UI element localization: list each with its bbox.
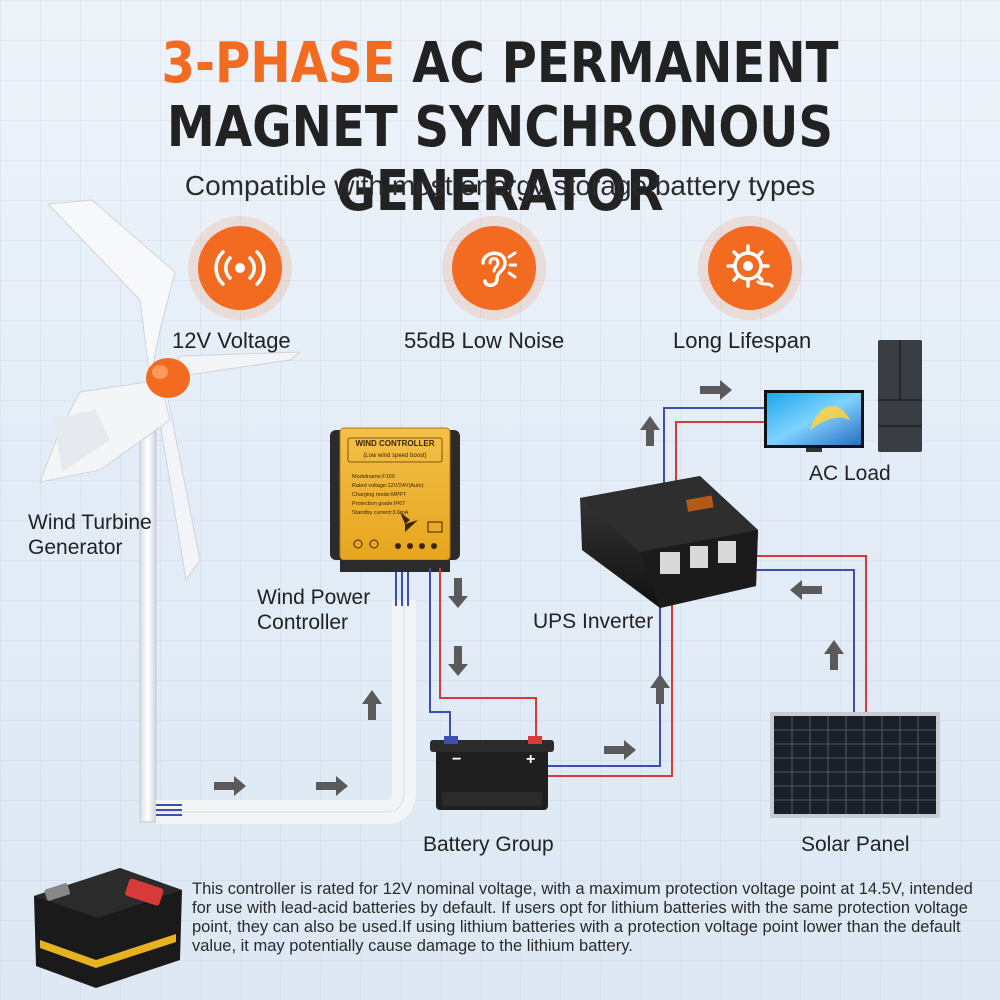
wind-controller-device — [330, 427, 460, 572]
feature-label-lifespan: Long Lifespan — [673, 328, 812, 353]
flow-arrows — [214, 380, 844, 796]
fridge-device — [878, 340, 922, 452]
lifespan-gear-icon — [708, 226, 792, 310]
controller-spec: Protection grade:IP67 — [352, 501, 405, 507]
title-line-1: 3-PHASE AC PERMANENT — [70, 32, 930, 96]
title-accent: 3-PHASE — [161, 31, 396, 96]
inverter-device — [580, 476, 758, 608]
controller-panel-title: WIND CONTROLLER — [355, 439, 434, 448]
label-battery: Battery Group — [423, 833, 554, 856]
battery-compatibility-note: This controller is rated for 12V nominal… — [192, 880, 973, 955]
controller-panel-subtitle: (Low wind speed boost) — [363, 453, 426, 459]
label-solar: Solar Panel — [801, 833, 910, 856]
voltage-signal-icon — [198, 226, 282, 310]
label-controller: Wind Power Controller — [257, 586, 371, 634]
label-inverter: UPS Inverter — [533, 610, 654, 633]
label-ac-load: AC Load — [809, 462, 891, 485]
controller-spec: Rated voltage:12V/24V(Auto) — [352, 483, 424, 489]
controller-spec: Modelname:F100 — [352, 474, 395, 480]
subtitle: Compatible with most energy storage batt… — [184, 170, 816, 201]
feature-label-noise: 55dB Low Noise — [404, 328, 565, 353]
battery-plus-mark: + — [526, 751, 535, 768]
controller-spec: Charging mode:MPPT — [352, 492, 407, 498]
battery-device — [430, 736, 554, 810]
solar-panel-device — [770, 712, 940, 818]
wind-turbine — [39, 199, 302, 823]
label-wind-turbine: Wind Turbine Generator — [28, 511, 152, 559]
title-line-1-rest: AC PERMANENT — [395, 31, 839, 96]
battery-minus-mark: − — [452, 751, 461, 768]
tv-device — [764, 390, 864, 452]
controller-terminals — [353, 512, 443, 549]
title-line-2: MAGNET SYNCHRONOUS GENERATOR — [166, 95, 834, 224]
lithium-battery-image — [34, 868, 182, 988]
controller-spec: Standby current:3.6mA — [352, 510, 409, 516]
ear-icon — [452, 226, 536, 310]
feature-label-voltage: 12V Voltage — [172, 328, 291, 353]
